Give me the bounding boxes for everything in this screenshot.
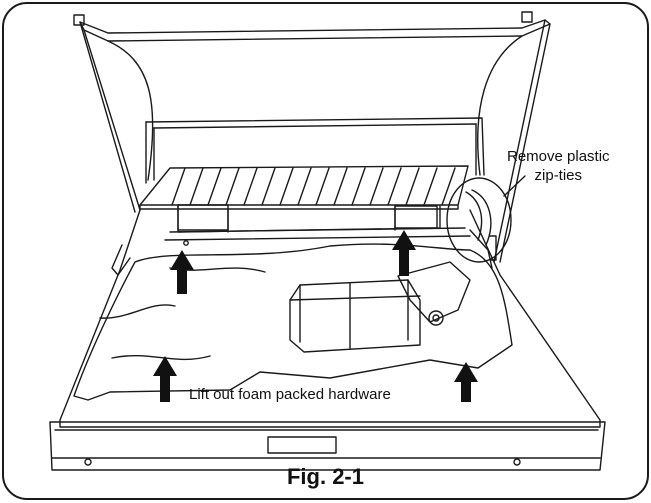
zip-ties-annotation-line1: Remove plastic: [507, 148, 610, 165]
up-arrow-icon: [153, 356, 177, 402]
zip-ties-callout: [446, 175, 526, 263]
hardware-box: [289, 279, 421, 353]
side-component: [397, 261, 471, 326]
figure-caption: Fig. 2-1: [286, 464, 364, 489]
up-arrow-icon: [392, 230, 416, 276]
rear-wall: [145, 117, 485, 233]
front-panel: [49, 421, 606, 471]
zip-ties-annotation: Remove plastic zip-ties: [507, 147, 610, 185]
up-arrow-icon: [454, 362, 478, 402]
foam-hardware-annotation: Lift out foam packed hardware: [189, 386, 391, 403]
up-arrow-icon: [170, 250, 194, 294]
grill-body: [59, 209, 601, 428]
foam-packing: [73, 243, 513, 401]
cooking-grate: [139, 165, 469, 210]
zip-ties-annotation-line2: zip-ties: [534, 167, 583, 184]
grill-lid: [73, 11, 551, 263]
